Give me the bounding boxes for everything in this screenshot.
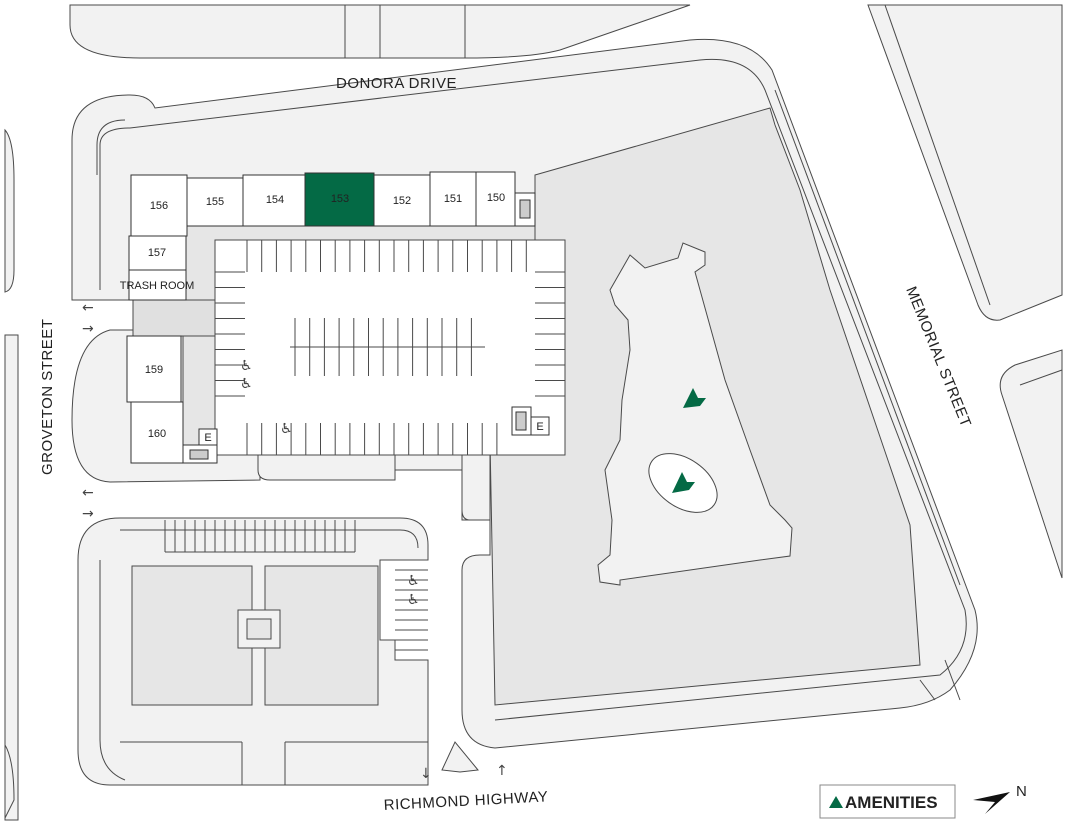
svg-text:155: 155: [206, 196, 224, 208]
unit-151[interactable]: 151: [429, 171, 477, 227]
svg-text:154: 154: [266, 194, 284, 206]
street-label-memorial-street: MEMORIAL STREET: [902, 284, 974, 430]
svg-text:E: E: [204, 432, 211, 444]
amenities-legend: AMENITIES: [819, 784, 956, 819]
southwest-parcel: ♿ ♿: [77, 517, 479, 786]
parking-lot: ♿ ♿ ♿: [214, 239, 566, 456]
unit-150[interactable]: 150: [475, 171, 516, 227]
stairs: [182, 444, 218, 464]
svg-text:156: 156: [150, 200, 168, 212]
svg-text:E: E: [536, 421, 543, 433]
compass-arrow-icon: [973, 792, 1010, 814]
svg-text:N: N: [1016, 783, 1027, 800]
svg-text:↑: ↑: [496, 763, 508, 779]
unit-153[interactable]: 153: [304, 172, 375, 227]
street-label-donora-drive: DONORA DRIVE: [336, 75, 457, 92]
stairs: [514, 192, 536, 227]
main-building: [489, 107, 921, 706]
svg-text:♿: ♿: [280, 421, 293, 437]
svg-text:AMENITIES: AMENITIES: [845, 793, 938, 812]
svg-text:♿: ♿: [407, 573, 420, 589]
street-label-groveton-street: GROVETON STREET: [39, 319, 56, 475]
svg-text:←: ←: [82, 485, 94, 501]
traffic-arrows: ← → ← → ↓ ↑: [82, 300, 508, 782]
retail-units: 156 155 154 153 152 151 150 157 TRASH RO…: [120, 171, 550, 464]
unit-155[interactable]: 155: [186, 177, 244, 227]
trash-room: TRASH ROOM: [120, 269, 195, 301]
street-label-richmond-highway: RICHMOND HIGHWAY: [383, 788, 548, 814]
svg-text:↓: ↓: [420, 766, 432, 782]
north-parcels: [69, 4, 691, 59]
amenity-icon[interactable]: [683, 388, 706, 408]
svg-text:153: 153: [331, 193, 349, 205]
amenity-icon: [829, 796, 843, 808]
unit-160[interactable]: 160: [130, 401, 184, 464]
svg-text:TRASH ROOM: TRASH ROOM: [120, 280, 195, 292]
svg-text:→: →: [82, 506, 94, 522]
east-parcels: [867, 4, 1063, 579]
svg-text:♿: ♿: [240, 358, 253, 374]
elevator: E: [530, 416, 550, 436]
svg-text:150: 150: [487, 192, 505, 204]
svg-text:159: 159: [145, 364, 163, 376]
unit-156[interactable]: 156: [130, 174, 188, 237]
unit-152[interactable]: 152: [373, 174, 431, 227]
svg-text:157: 157: [148, 247, 166, 259]
svg-text:♿: ♿: [407, 592, 420, 608]
svg-text:→: →: [82, 321, 94, 337]
north-arrow: N: [973, 783, 1027, 814]
svg-text:151: 151: [444, 193, 462, 205]
svg-text:160: 160: [148, 428, 166, 440]
unit-157[interactable]: 157: [128, 235, 187, 271]
svg-text:←: ←: [82, 300, 94, 316]
unit-154[interactable]: 154: [242, 174, 306, 227]
elevator: E: [198, 428, 218, 446]
unit-159[interactable]: 159: [126, 335, 182, 403]
west-strips: [4, 128, 19, 821]
amenity-icon[interactable]: [672, 472, 695, 493]
svg-text:♿: ♿: [240, 376, 253, 392]
svg-text:152: 152: [393, 195, 411, 207]
stairs: [511, 406, 532, 436]
corridor: [132, 299, 216, 337]
